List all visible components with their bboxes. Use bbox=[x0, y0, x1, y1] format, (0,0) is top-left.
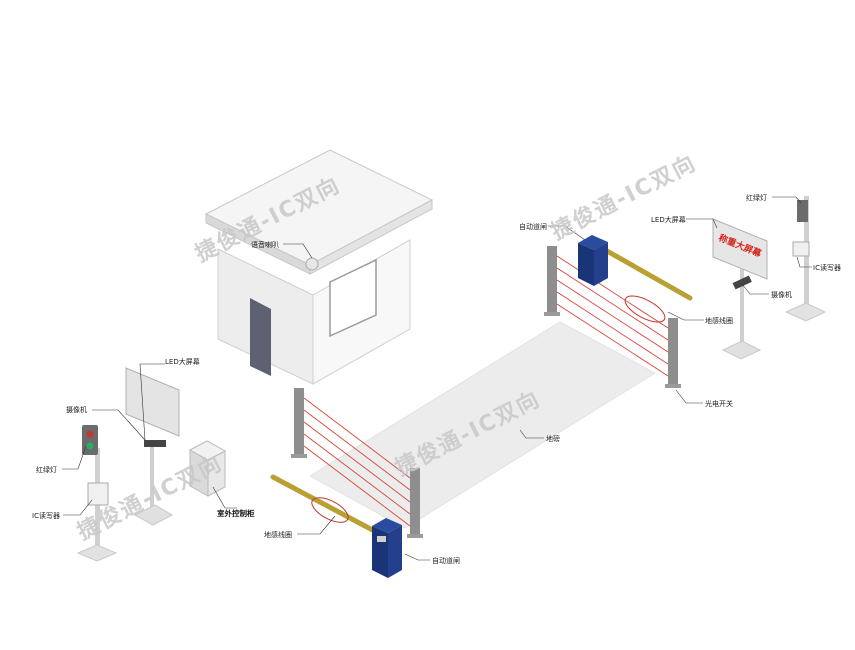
label-weighbridge: 地磅 bbox=[546, 434, 560, 443]
label-traffic-light-left: 红绿灯 bbox=[36, 465, 57, 474]
label-camera-left: 摄像机 bbox=[66, 405, 87, 414]
photoelectric-switch-posts bbox=[291, 246, 681, 538]
barrier-gate-back bbox=[578, 235, 693, 301]
label-outdoor-cabinet: 室外控制柜 bbox=[217, 508, 255, 518]
photoelectric-beams bbox=[303, 255, 669, 527]
label-traffic-light-right: 红绿灯 bbox=[746, 193, 767, 202]
leader-lines bbox=[62, 196, 812, 561]
guard-booth bbox=[204, 149, 434, 385]
label-barrier-gate-front: 自动道闸 bbox=[432, 556, 460, 565]
label-voice-speaker: 语音喇叭 bbox=[251, 240, 279, 249]
ground-loop-back bbox=[624, 295, 666, 323]
led-screen-left bbox=[125, 367, 180, 526]
label-led-screen-right: LED大屏幕 bbox=[651, 215, 686, 224]
ic-reader-right bbox=[792, 241, 810, 257]
label-led-screen-left: LED大屏幕 bbox=[165, 357, 200, 366]
led-screen-right: 称重大屏幕 bbox=[712, 218, 768, 360]
label-ground-loop-right: 地感线圈 bbox=[705, 316, 733, 325]
traffic-light-right bbox=[784, 196, 827, 322]
ic-reader-left bbox=[87, 482, 109, 506]
label-barrier-gate-back: 自动道闸 bbox=[519, 222, 547, 231]
voice-speaker bbox=[305, 257, 319, 271]
label-photo-switch: 光电开关 bbox=[705, 399, 733, 408]
outdoor-control-cabinet bbox=[188, 440, 227, 497]
label-ic-reader-right: IC读写器 bbox=[813, 263, 841, 272]
watermark-right: 捷俊通-IC双向 bbox=[547, 150, 701, 246]
weighbridge-platform bbox=[309, 321, 656, 529]
barrier-gate-front bbox=[270, 474, 402, 578]
label-camera-right: 摄像机 bbox=[771, 290, 792, 299]
ground-loop-front bbox=[311, 497, 349, 523]
label-ic-reader-left: IC读写器 bbox=[32, 511, 60, 520]
label-ground-loop-left: 地感线圈 bbox=[264, 530, 292, 539]
